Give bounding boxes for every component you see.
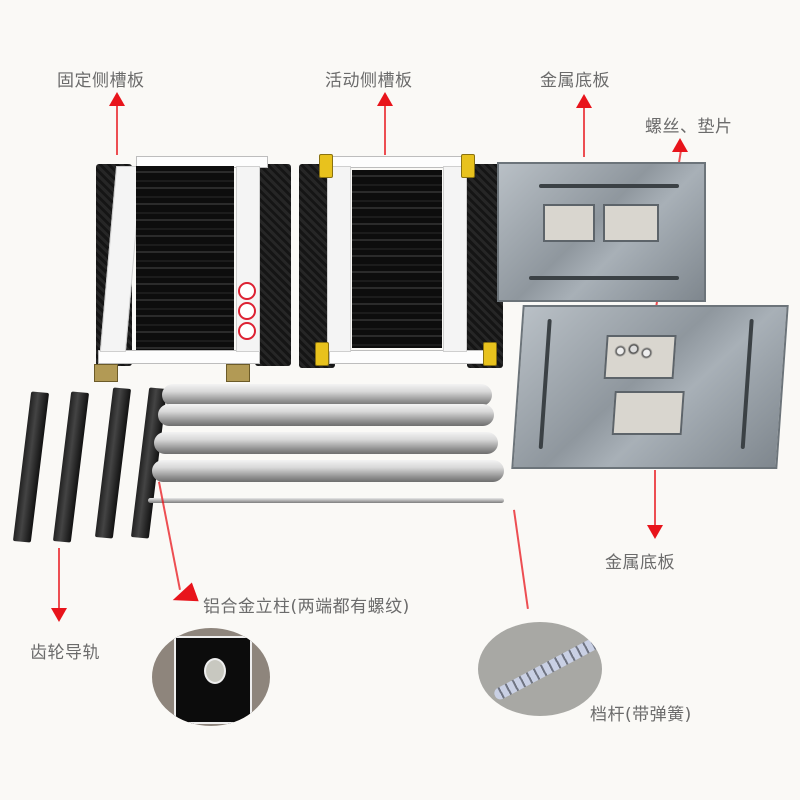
label-aluminum-column: 铝合金立柱(两端都有螺纹) [203, 597, 410, 617]
gear-guide-rail [12, 391, 50, 543]
pointer-line [513, 509, 529, 610]
screws-washers [610, 341, 657, 361]
gear-guide-rail [52, 391, 90, 543]
label-gear-guide-rail: 齿轮导轨 [30, 643, 100, 663]
warning-icon [238, 302, 256, 320]
yellow-clip [319, 154, 333, 178]
yellow-clip [315, 342, 329, 366]
pointer-line [58, 548, 60, 610]
arrow-down-icon [51, 608, 67, 622]
arrow-up-icon [672, 138, 688, 152]
warning-icon [238, 322, 256, 340]
fixed-side-slot-board [88, 150, 293, 382]
stop-rod-spring-detail [478, 622, 602, 716]
gear-guide-rail [94, 387, 132, 539]
aluminum-column [158, 404, 494, 426]
pointer-line [583, 107, 585, 157]
arrow-down-icon [647, 525, 663, 539]
yellow-clip [461, 154, 475, 178]
label-metal-base-plate-bottom: 金属底板 [605, 553, 675, 573]
arrow-up-icon [576, 94, 592, 108]
arrow-up-icon [377, 92, 393, 106]
pointer-line [116, 105, 118, 155]
aluminum-column [162, 384, 492, 406]
metal-base-plate-bottom [511, 305, 789, 469]
aluminum-column [154, 432, 498, 454]
arrow-up-icon [109, 92, 125, 106]
metal-base-plate-top [497, 162, 706, 302]
pointer-line [384, 105, 386, 155]
arrow-left-icon [169, 582, 199, 610]
aluminum-column [152, 460, 504, 482]
label-movable-side-slot-board: 活动侧槽板 [325, 71, 413, 91]
label-fixed-side-slot-board: 固定侧槽板 [57, 71, 145, 91]
pointer-line [654, 470, 656, 525]
label-metal-base-plate-top: 金属底板 [540, 71, 610, 91]
movable-side-slot-board [297, 150, 505, 382]
column-cross-section-detail [152, 628, 270, 726]
label-screws-washers: 螺丝、垫片 [645, 117, 733, 137]
stop-rod [148, 498, 504, 503]
warning-icon [238, 282, 256, 300]
yellow-clip [483, 342, 497, 366]
label-stop-rod-spring: 档杆(带弹簧) [590, 705, 692, 725]
